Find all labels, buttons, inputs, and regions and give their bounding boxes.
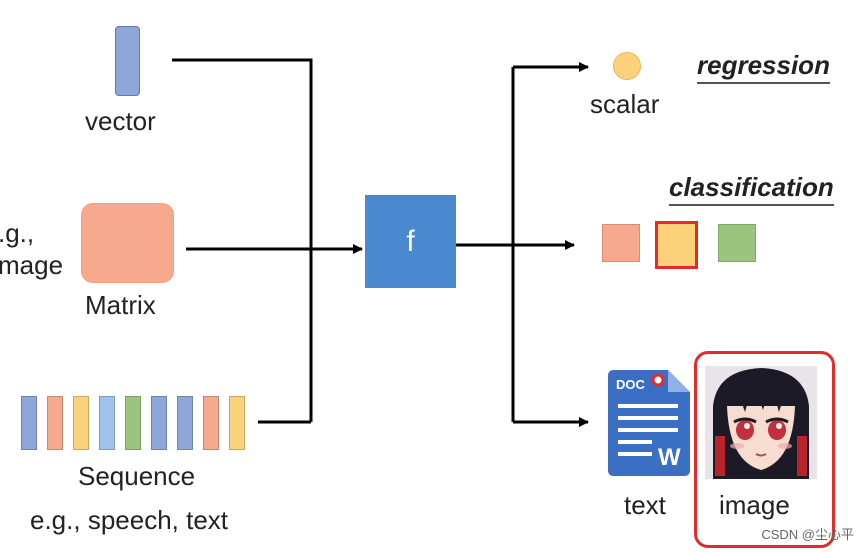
sequence-bar bbox=[229, 396, 245, 450]
classification-title: classification bbox=[669, 172, 834, 206]
doc-notification-dot bbox=[651, 373, 665, 387]
sequence-example: e.g., speech, text bbox=[30, 505, 229, 535]
image-example-line2: mage bbox=[0, 250, 64, 280]
sequence-bar bbox=[151, 396, 167, 450]
scalar-label: scalar bbox=[590, 89, 660, 119]
scalar-dot bbox=[613, 52, 641, 80]
matrix-shape bbox=[81, 203, 174, 283]
image-example-line1: .g., bbox=[0, 218, 35, 248]
image-highlight-box bbox=[694, 351, 835, 548]
function-label: f bbox=[406, 224, 415, 258]
sequence-bar bbox=[21, 396, 37, 450]
class-square bbox=[718, 224, 756, 262]
sequence-bar bbox=[47, 396, 63, 450]
regression-title: regression bbox=[697, 50, 830, 84]
doc-icon-text: DOC bbox=[616, 377, 646, 392]
sequence-label: Sequence bbox=[78, 461, 196, 491]
anime-girl-portrait bbox=[705, 366, 817, 479]
sequence-bar bbox=[177, 396, 193, 450]
sequence-bar bbox=[125, 396, 141, 450]
doc-icon-letter: W bbox=[658, 444, 681, 471]
sequence-bar bbox=[203, 396, 219, 450]
vector-connector bbox=[172, 58, 313, 422]
image-label: image bbox=[719, 490, 790, 520]
class-square-selected bbox=[655, 221, 698, 269]
function-box: f bbox=[365, 195, 456, 288]
vector-label: vector bbox=[85, 106, 156, 136]
sequence-bar bbox=[99, 396, 115, 450]
vector-shape bbox=[115, 26, 140, 96]
text-label: text bbox=[624, 490, 666, 520]
doc-icon: DOC W bbox=[608, 370, 690, 476]
sequence-bar bbox=[73, 396, 89, 450]
watermark: CSDN @尘心平 bbox=[761, 527, 854, 542]
matrix-label: Matrix bbox=[85, 290, 156, 320]
class-square bbox=[602, 224, 640, 262]
